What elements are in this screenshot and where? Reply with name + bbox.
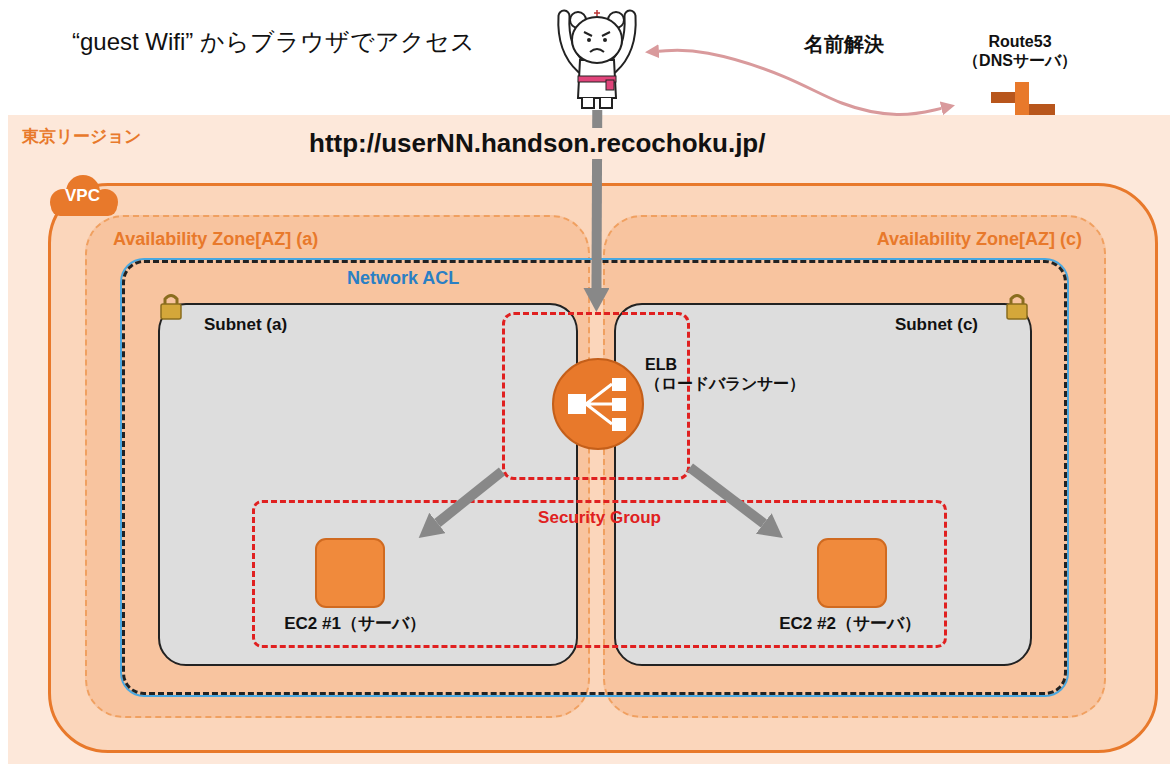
node-label: “guest Wifi” からブラウザでアクセス <box>72 28 475 57</box>
subnet-box: Subnet (a) <box>158 303 578 666</box>
security-group-boundary: Security GroupEC2 #1（サーバ） EC2 #2（サーバ） <box>252 500 947 648</box>
ec2-server: EC2 #1（サーバ） <box>255 538 455 640</box>
user-client: “guest Wifi” からブラウザでアクセス <box>550 2 645 110</box>
node-label: VPC <box>65 186 100 206</box>
node-label: EC2 #2（サーバ） <box>779 614 921 634</box>
node-label: Network ACL <box>347 268 459 290</box>
url-label: http://userNN.handson.recochoku.jp/ <box>305 128 769 159</box>
connector-arrow <box>659 50 941 114</box>
vpc-box: VPC Availability Zone[AZ] (a) Availability… <box>48 183 1158 753</box>
node-label: Subnet (c) <box>895 315 978 335</box>
node-label: Availability Zone[AZ] (a) <box>113 229 318 251</box>
load-balancer-icon <box>550 356 646 452</box>
node-label: Subnet (a) <box>204 315 287 335</box>
ec2-server: EC2 #2（サーバ） <box>750 538 950 640</box>
node-label: Route53 （DNSサーバ） <box>955 32 1085 70</box>
connector-arrow <box>437 471 502 523</box>
bear-illustration <box>550 2 645 110</box>
load-balancer: ELB （ロードバランサー） <box>502 312 690 480</box>
node-label: Availability Zone[AZ] (c) <box>877 229 1082 251</box>
lock-icon <box>1002 291 1032 321</box>
node-label: Security Group <box>538 508 661 528</box>
ec2-server-icon <box>315 538 385 608</box>
edge-label-holder: 名前解決 <box>800 32 888 56</box>
region-band: 東京リージョン VPC Availability Zone[AZ] (a) Avail… <box>8 115 1170 764</box>
network-acl-boundary: Network ACL Subnet (a) Subnet (c) ELB （ロードバ… <box>122 260 1067 695</box>
ec2-server-icon <box>817 538 887 608</box>
node-label: 東京リージョン <box>22 127 141 147</box>
node-label: EC2 #1（サーバ） <box>284 614 426 634</box>
connector-arrow <box>690 467 764 523</box>
node-label: ELB （ロードバランサー） <box>645 355 823 393</box>
edge-label-holder: http://userNN.handson.recochoku.jp/ <box>305 128 769 159</box>
lock-icon <box>156 291 186 321</box>
edge-label: 名前解決 <box>800 32 888 56</box>
